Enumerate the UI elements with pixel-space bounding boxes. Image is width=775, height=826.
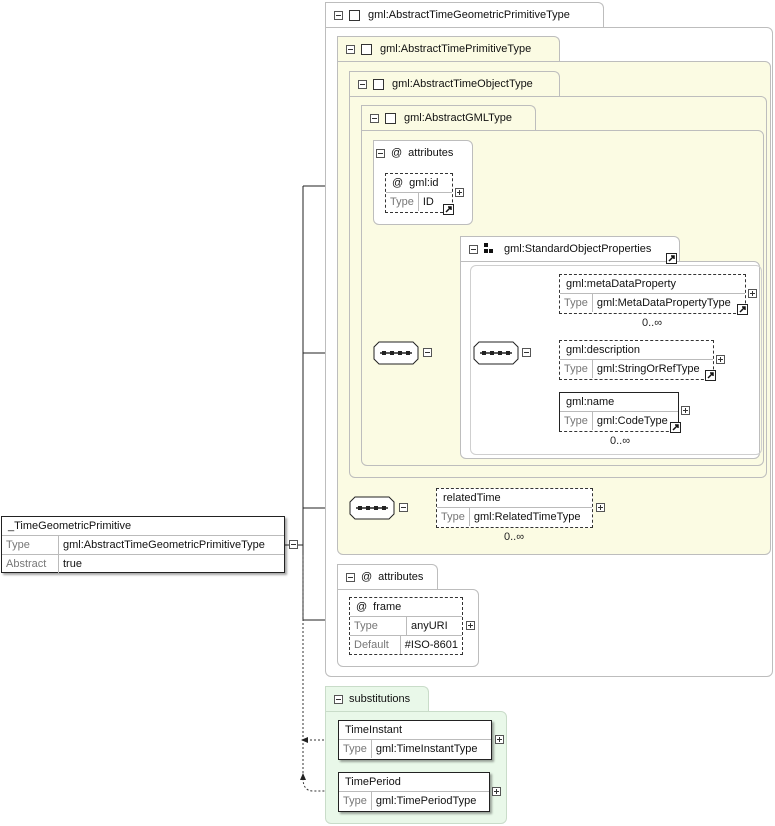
type-value: gml:MetaDataPropertyType — [596, 297, 731, 309]
type-key: Type — [339, 740, 372, 758]
link-arrow-icon[interactable] — [670, 422, 681, 433]
attribute-at-icon: @ — [361, 571, 373, 583]
root-element-name: _TimeGeometricPrimitive — [8, 520, 132, 532]
collapse-icon[interactable] — [399, 503, 408, 512]
collapse-icon[interactable] — [376, 148, 385, 158]
collapse-icon[interactable] — [358, 79, 367, 89]
attribute-at-icon: @ — [391, 147, 403, 159]
abstract-value: true — [63, 558, 82, 570]
expand-icon[interactable] — [492, 787, 501, 796]
sequence-icon[interactable] — [473, 341, 519, 365]
checkbox-icon[interactable] — [361, 43, 372, 55]
type-key: Type — [339, 792, 372, 810]
link-arrow-icon[interactable] — [705, 370, 716, 381]
element-name: relatedTime — [443, 492, 501, 504]
collapse-icon[interactable] — [289, 540, 298, 549]
type-key: Type — [350, 617, 407, 635]
group-label: gml:AbstractTimeGeometricPrimitiveType — [368, 9, 570, 21]
collapse-icon[interactable] — [346, 44, 355, 54]
expand-icon[interactable] — [466, 621, 475, 630]
attributes-inner-header[interactable]: @ attributes — [376, 147, 453, 159]
checkbox-icon[interactable] — [385, 112, 396, 124]
element-name: TimeInstant — [345, 724, 403, 736]
group-tab-time-object[interactable]: gml:AbstractTimeObjectType — [349, 71, 560, 97]
abstract-key: Abstract — [2, 555, 59, 573]
root-element-time-geometric-primitive[interactable]: _TimeGeometricPrimitive Type gml:Abstract… — [1, 516, 285, 573]
element-name: gml:name — [566, 396, 615, 408]
collapse-icon[interactable] — [423, 348, 432, 357]
type-value: gml:AbstractTimeGeometricPrimitiveType — [63, 539, 265, 551]
group-tab-geometric-primitive[interactable]: gml:AbstractTimeGeometricPrimitiveType — [325, 2, 604, 28]
group-label: gml:AbstractTimeObjectType — [392, 78, 533, 90]
default-value: #ISO-8601 — [404, 639, 458, 651]
checkbox-icon[interactable] — [373, 78, 384, 90]
group-standard-props-inner — [470, 265, 762, 455]
collapse-icon[interactable] — [469, 244, 478, 254]
element-name: gml:metaDataProperty — [566, 278, 677, 290]
attribute-name: frame — [373, 601, 402, 613]
substitutions-label: substitutions — [349, 693, 411, 705]
type-value: gml:TimePeriodType — [375, 795, 477, 807]
group-label: gml:StandardObjectProperties — [504, 243, 652, 255]
group-tab-substitutions[interactable]: substitutions — [325, 686, 429, 712]
type-key: Type — [437, 508, 470, 526]
link-arrow-icon[interactable] — [666, 253, 677, 264]
group-icon — [484, 243, 496, 255]
type-key: Type — [2, 536, 59, 554]
sequence-icon[interactable] — [373, 341, 419, 365]
checkbox-icon[interactable] — [349, 9, 360, 21]
cardinality-label: 0..∞ — [504, 531, 525, 543]
type-value: gml:StringOrRefType — [596, 363, 700, 375]
group-tab-standard-props[interactable]: gml:StandardObjectProperties — [460, 236, 680, 261]
element-name: TimePeriod — [345, 776, 401, 788]
collapse-icon[interactable] — [334, 10, 343, 20]
cardinality-label: 0..∞ — [642, 317, 663, 329]
attribute-at-icon: @ — [356, 601, 368, 613]
group-label: gml:AbstractGMLType — [404, 112, 512, 124]
type-key: Type — [560, 294, 593, 312]
expand-icon[interactable] — [716, 355, 725, 364]
element-name: gml:description — [566, 344, 640, 356]
group-label: gml:AbstractTimePrimitiveType — [380, 43, 532, 55]
collapse-icon[interactable] — [370, 113, 379, 123]
expand-icon[interactable] — [596, 503, 605, 512]
attribute-frame[interactable]: @ frame Type anyURI Default#ISO-8601 — [349, 597, 463, 655]
type-key: Type — [560, 412, 593, 430]
collapse-icon[interactable] — [522, 348, 531, 357]
expand-icon[interactable] — [748, 289, 757, 298]
collapse-icon[interactable] — [346, 572, 355, 582]
expand-icon[interactable] — [681, 406, 690, 415]
type-value: gml:TimeInstantType — [375, 743, 478, 755]
type-value: gml:CodeType — [596, 415, 668, 427]
type-value: gml:RelatedTimeType — [473, 511, 581, 523]
group-tab-time-primitive[interactable]: gml:AbstractTimePrimitiveType — [337, 36, 560, 62]
link-arrow-icon[interactable] — [443, 204, 454, 215]
type-value: ID — [422, 196, 434, 208]
group-tab-attributes-outer[interactable]: @ attributes — [337, 564, 438, 590]
sequence-icon[interactable] — [349, 496, 395, 520]
attribute-at-icon: @ — [392, 177, 404, 189]
cardinality-label: 0..∞ — [610, 435, 631, 447]
link-arrow-icon[interactable] — [737, 304, 748, 315]
type-key: Type — [386, 193, 419, 211]
expand-icon[interactable] — [495, 735, 504, 744]
attributes-label: attributes — [408, 147, 454, 159]
expand-icon[interactable] — [455, 188, 464, 197]
group-tab-gml[interactable]: gml:AbstractGMLType — [361, 105, 536, 131]
attributes-label: attributes — [378, 571, 424, 583]
default-key: Default — [350, 636, 401, 654]
type-key: Type — [560, 360, 593, 378]
type-value: anyURI — [411, 620, 448, 632]
collapse-icon[interactable] — [334, 694, 343, 704]
attribute-name: gml:id — [409, 177, 439, 189]
